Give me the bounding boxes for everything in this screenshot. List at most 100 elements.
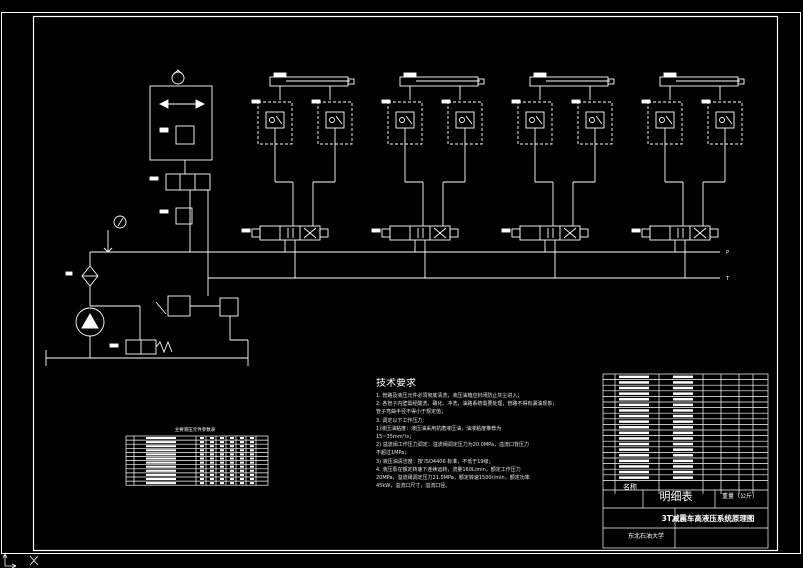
- table-cell-text: [146, 473, 176, 476]
- table-cell-text: [240, 461, 244, 464]
- table-cell-text: [210, 465, 214, 468]
- requirement-line: 管子弯曲半径不得小于规定值；: [376, 409, 447, 416]
- table-cell-text: [250, 469, 254, 472]
- hydraulic-cylinder: [269, 76, 349, 87]
- tank-line-label: T: [725, 276, 730, 282]
- table-cell-text: [230, 457, 234, 460]
- valve-tag: [251, 99, 261, 104]
- spring-symbol: [405, 115, 413, 125]
- directional-control-valve: [649, 225, 711, 241]
- table-cell-text: [230, 449, 234, 452]
- table-cell-text: [210, 437, 214, 439]
- table-cell-text: [240, 441, 244, 444]
- technical-requirements-title: 技术要求: [376, 378, 416, 389]
- requirement-line: 2. 各管子内壁需经酸洗、磷化、冲洗，油路系统需要处理，管路不得有漏油现象；: [376, 401, 558, 408]
- table-cell-text: [210, 478, 214, 480]
- table-cell-text: [200, 469, 204, 472]
- table-cell-text: [230, 478, 234, 480]
- cylinder-end-cap: [607, 78, 615, 85]
- bom-cell-text: [673, 403, 693, 407]
- table-cell-text: [240, 445, 244, 448]
- table-cell-text: [146, 437, 176, 439]
- hydraulic-cylinder: [529, 76, 609, 87]
- bom-cell-text: [673, 465, 693, 468]
- bom-cell-text: [619, 381, 649, 384]
- table-cell-text: [146, 461, 176, 464]
- bom-label: 明细表: [660, 489, 693, 503]
- valve-tag: [511, 99, 521, 104]
- table-cell-text: [146, 465, 176, 468]
- check-ball: [529, 117, 535, 123]
- bom-cell-text: [673, 386, 693, 390]
- table-cell-text: [250, 473, 254, 476]
- table-cell-text: [200, 457, 204, 460]
- table-cell-text: [146, 445, 176, 448]
- valve-tag: [241, 228, 251, 233]
- bom-cell-text: [673, 426, 693, 429]
- table-cell-text: [250, 453, 254, 456]
- table-cell-text: [230, 441, 234, 444]
- motor-valve-block: [149, 85, 213, 161]
- motor-arrow: [173, 69, 183, 75]
- table-cell-text: [200, 445, 204, 448]
- bom-cell-text: [619, 414, 649, 418]
- solenoid-left: [641, 228, 651, 238]
- table-cell-text: [240, 437, 244, 439]
- table-cell-text: [200, 465, 204, 468]
- table-cell-text: [230, 469, 234, 472]
- table-cell-text: [220, 465, 224, 468]
- school-name: 东北石油大学: [628, 532, 664, 540]
- gauge-needle: [117, 217, 124, 227]
- check-valve-body: [325, 111, 345, 129]
- bom-cell-text: [619, 470, 649, 474]
- table-cell-text: [250, 461, 254, 464]
- check-valve-body: [525, 111, 545, 129]
- solenoid-right: [449, 228, 459, 238]
- bom-cell-text: [673, 437, 693, 440]
- bom-cell-text: [673, 375, 693, 379]
- pressure-gauge: [113, 215, 127, 229]
- parts-parameter-table: [125, 435, 269, 486]
- table-cell-text: [220, 482, 224, 485]
- solenoid-left: [511, 228, 521, 238]
- table-cell-text: [220, 441, 224, 444]
- valve-tag: [311, 99, 321, 104]
- table-cell-text: [210, 441, 214, 444]
- flow-arrow: [158, 99, 169, 109]
- table-cell-text: [230, 445, 234, 448]
- bom-cell-text: [673, 414, 693, 418]
- bom-cell-text: [619, 459, 649, 463]
- bom-cell-text: [619, 454, 649, 457]
- table-cell-text: [200, 453, 204, 456]
- table-cell-text: [200, 478, 204, 480]
- bom-cell-text: [673, 442, 693, 446]
- check-valve-body: [395, 111, 415, 129]
- bom-cell-text: [619, 465, 649, 468]
- table-cell-text: [220, 478, 224, 480]
- title-block: [602, 373, 769, 549]
- bom-cell-text: [619, 431, 649, 435]
- secondary-relief-valve: [219, 297, 239, 317]
- pressure-line-label: P: [726, 250, 729, 256]
- check-valve-body: [455, 111, 475, 129]
- table-cell-text: [230, 437, 234, 439]
- weight-column-label: 重量（公斤）: [722, 492, 758, 500]
- bom-cell-text: [673, 448, 693, 451]
- solenoid-right: [579, 228, 589, 238]
- valve-tag: [149, 176, 159, 181]
- table-cell-text: [220, 461, 224, 464]
- cylinder-rod-end: [533, 72, 547, 78]
- hydraulic-circuit: [45, 69, 745, 366]
- table-cell-text: [210, 453, 214, 456]
- valve-tag: [65, 271, 73, 276]
- table-cell-text: [220, 453, 224, 456]
- table-cell-text: [250, 445, 254, 448]
- table-cell-text: [230, 482, 234, 485]
- drawing-title: 3T减震车高液压系统原理图: [662, 513, 755, 523]
- valve-tag: [371, 228, 381, 233]
- bom-cell-text: [619, 437, 649, 440]
- spring-symbol: [465, 115, 473, 125]
- requirement-line: 不超过1MPa；: [376, 450, 410, 457]
- requirement-line: 3) 液压油清洁度：按 ISO4406 标准，不低于19级；: [376, 458, 494, 465]
- requirement-line: 15~35mm²/s；: [376, 434, 414, 441]
